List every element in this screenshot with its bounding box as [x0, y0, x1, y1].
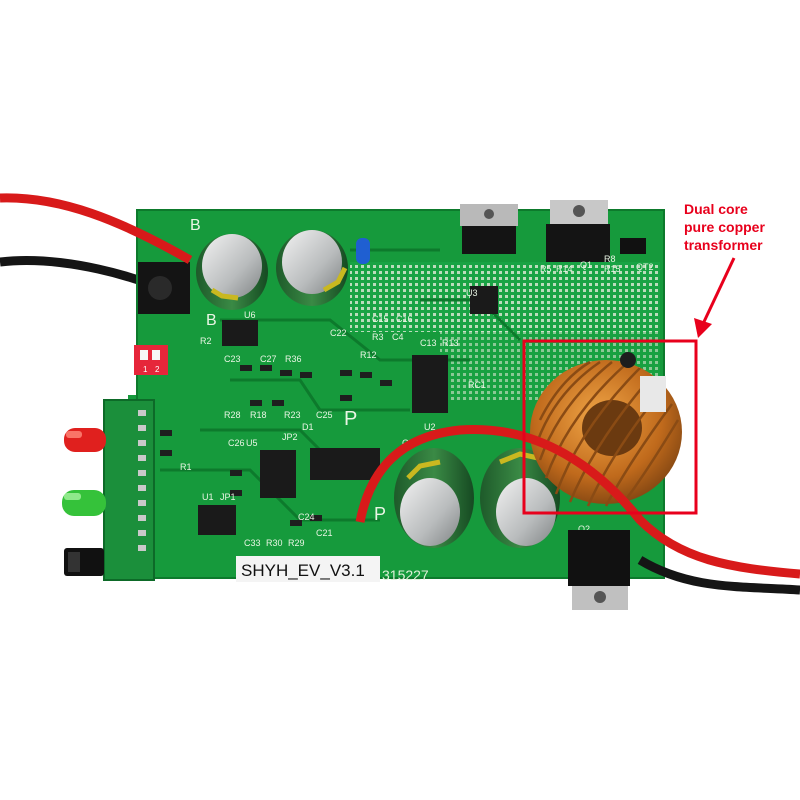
silk-ref: C23 — [224, 354, 241, 364]
red-led — [64, 428, 106, 452]
silk-ref: Q2 — [578, 524, 590, 534]
silk-ref: R2 — [200, 336, 212, 346]
black-wire-right — [637, 556, 800, 595]
copper-pour-grid — [350, 262, 660, 332]
dip-switch-label-1: 1 — [143, 365, 148, 374]
silk-ref: R3 — [372, 332, 384, 342]
smd-components — [160, 365, 392, 526]
silk-ref: RC1 — [468, 380, 486, 390]
silk-ref: R5 — [540, 264, 552, 274]
dip-switch: ON 1 2 — [125, 345, 168, 375]
small-transistor — [620, 238, 646, 254]
silkscreen-labels: B B P P U6 C23 C27 R36 R28 R18 R23 C25 R… — [180, 217, 654, 548]
blue-capacitor — [356, 238, 370, 264]
silk-ref: C15 — [372, 314, 389, 324]
dc-power-jack — [138, 262, 190, 314]
silk-ref: U2 — [424, 422, 436, 432]
silk-p-low: P — [374, 504, 386, 524]
silk-ref: U1 — [202, 492, 214, 502]
silk-ref: C13 — [420, 338, 437, 348]
side-connector-board — [103, 399, 155, 581]
silk-ref: R18 — [250, 410, 267, 420]
silk-ref: JP2 — [282, 432, 298, 442]
silk-ref: C22 — [330, 328, 347, 338]
push-button — [64, 548, 104, 576]
dip-switch-label-2: 2 — [155, 365, 160, 374]
silk-b-top: B — [190, 217, 201, 234]
dip-switch-label-on: ON — [125, 356, 134, 368]
mosfet-top-1 — [460, 204, 518, 254]
silk-ref: R1 — [180, 462, 192, 472]
mosfet-bottom — [568, 530, 630, 610]
capacitor-top-right — [276, 230, 348, 306]
red-wire-lower — [355, 424, 800, 579]
silk-ref: U3 — [466, 288, 478, 298]
transformer-annotation: Dual core pure copper transformer — [684, 200, 796, 254]
silk-ref: R15 — [604, 264, 621, 274]
capacitor-top-left — [196, 234, 268, 310]
serial-label-text: 315227 — [382, 567, 429, 583]
silk-ref: R13 — [442, 338, 459, 348]
silk-ref: R14 — [556, 264, 573, 274]
silk-ref: C16 — [396, 314, 413, 324]
annotation-line-2: pure copper — [684, 219, 765, 235]
silk-ref: D1 — [302, 422, 314, 432]
silk-ref: R30 — [266, 538, 283, 548]
annotation-line-1: Dual core — [684, 201, 748, 217]
annotation-line-3: transformer — [684, 237, 763, 253]
model-label: SHYH_EV_V3.1 315227 — [236, 556, 429, 583]
silk-ref: R12 — [360, 350, 377, 360]
ic-chips — [198, 286, 498, 535]
red-wire-left — [0, 193, 193, 264]
silk-ref: C25 — [316, 410, 333, 420]
silk-b-mid: B — [206, 312, 217, 329]
capacitor-bottom-left — [394, 448, 474, 548]
silk-ref: R23 — [284, 410, 301, 420]
silk-ref: C21 — [316, 528, 333, 538]
silk-ref: R29 — [288, 538, 305, 548]
silk-ref: C4 — [392, 332, 404, 342]
annotation-arrow — [694, 257, 736, 338]
silk-ref: R28 — [224, 410, 241, 420]
toroidal-transformer — [530, 352, 682, 507]
silk-ref: C33 — [244, 538, 261, 548]
silk-ref: R36 — [285, 354, 302, 364]
silk-ref: QT2 — [636, 262, 654, 272]
silk-ref: C27 — [260, 354, 277, 364]
silk-ref: U6 — [244, 310, 256, 320]
silk-ref: U5 — [246, 438, 258, 448]
silk-ref: Q1 — [580, 260, 592, 270]
silk-ref: R8 — [604, 254, 616, 264]
green-led — [62, 490, 106, 516]
highlight-box — [522, 339, 698, 515]
silk-ref: JP1 — [220, 492, 236, 502]
model-label-text: SHYH_EV_V3.1 — [241, 561, 365, 580]
silk-p-mid: P — [344, 408, 357, 430]
silk-ref: C26 — [228, 438, 245, 448]
mosfet-top-2 — [546, 200, 610, 262]
silk-ref: C24 — [298, 512, 315, 522]
